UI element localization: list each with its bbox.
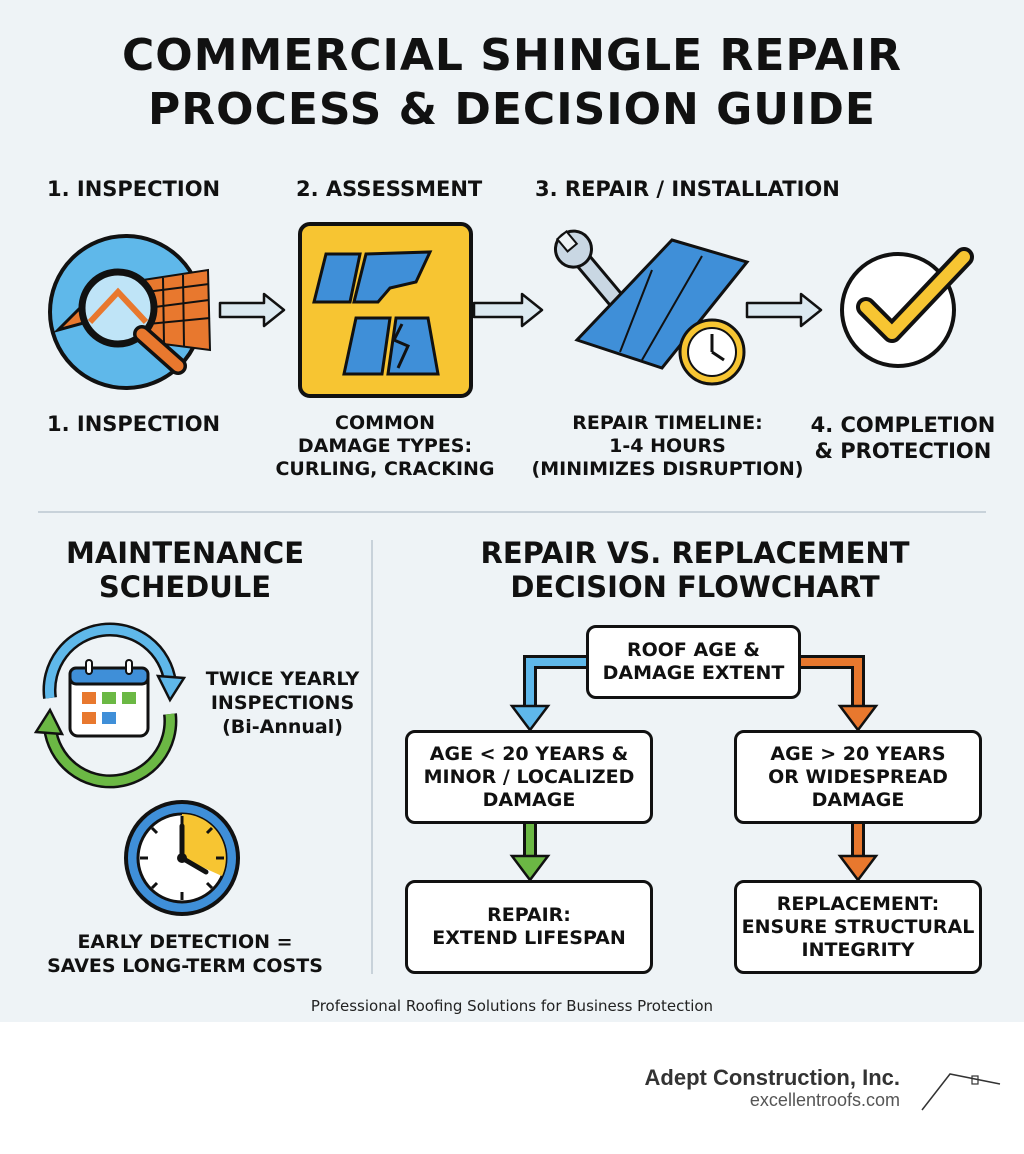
flowchart-repair-box: REPAIR: EXTEND LIFESPAN [405, 880, 653, 974]
step-2-label: 2. ASSESSMENT [296, 177, 483, 201]
brand-url: excellentroofs.com [749, 1090, 900, 1110]
title-line-1: COMMERCIAL SHINGLE REPAIR [122, 30, 902, 81]
horizontal-divider [38, 511, 986, 513]
step-2-caption-line-1: COMMON [335, 412, 435, 434]
flowchart-replacement-box: REPLACEMENT: ENSURE STRUCTURAL INTEGRITY [734, 880, 982, 974]
step-1-label: 1. INSPECTION [47, 177, 221, 201]
inspections-line-3: (Bi-Annual) [222, 716, 343, 738]
step-3-caption-line-1: REPAIR TIMELINE: [572, 412, 763, 434]
flowchart-root-box: ROOF AGE & DAMAGE EXTENT [586, 625, 801, 699]
inspections-line-1: TWICE YEARLY [205, 668, 360, 690]
step-4-caption-line-2: & PROTECTION [814, 439, 992, 463]
checkmark-icon [840, 247, 974, 368]
inspections-line-2: INSPECTIONS [210, 692, 355, 714]
step-3-caption-line-2: 1-4 HOURS [609, 435, 726, 457]
calendar-cycle-icon [33, 622, 187, 789]
step-2-caption-line-3: CURLING, CRACKING [275, 458, 495, 480]
flowchart-heading-line-1: REPAIR VS. REPLACEMENT [480, 536, 910, 570]
flowchart-connectors [509, 655, 879, 883]
brand-name: Adept Construction, Inc. [644, 1065, 900, 1090]
clock-icon [124, 800, 240, 916]
vertical-divider [371, 540, 373, 974]
title-line-2: PROCESS & DECISION GUIDE [148, 84, 876, 135]
roof-logo-icon [921, 1073, 1001, 1111]
flowchart-right-condition-box: AGE > 20 YEARS OR WIDESPREAD DAMAGE [734, 730, 982, 824]
arrow-3-icon [745, 292, 823, 328]
early-detection-line-2: SAVES LONG-TERM COSTS [47, 955, 323, 977]
arrow-2-icon [472, 292, 544, 328]
step-3-label: 3. REPAIR / INSTALLATION [535, 177, 840, 201]
step-1-caption: 1. INSPECTION [47, 412, 221, 436]
infographic-canvas: COMMERCIAL SHINGLE REPAIR PROCESS & DECI… [0, 0, 1024, 1022]
flowchart-heading-line-2: DECISION FLOWCHART [510, 570, 880, 604]
repair-tools-icon [553, 229, 750, 386]
damaged-shingles-icon [298, 222, 473, 398]
early-detection-line-1: EARLY DETECTION = [77, 931, 293, 953]
footer: Adept Construction, Inc. excellentroofs.… [0, 1022, 1024, 1154]
flowchart-left-condition-box: AGE < 20 YEARS & MINOR / LOCALIZED DAMAG… [405, 730, 653, 824]
maintenance-heading-line-1: MAINTENANCE [65, 536, 305, 570]
tagline: Professional Roofing Solutions for Busin… [310, 997, 714, 1015]
step-3-caption-line-3: (MINIMIZES DISRUPTION) [531, 458, 804, 480]
inspection-magnifier-icon [48, 234, 212, 390]
step-2-caption-line-2: DAMAGE TYPES: [297, 435, 473, 457]
step-4-caption-line-1: 4. COMPLETION [810, 413, 996, 437]
maintenance-heading-line-2: SCHEDULE [98, 570, 272, 604]
arrow-1-icon [218, 292, 286, 328]
